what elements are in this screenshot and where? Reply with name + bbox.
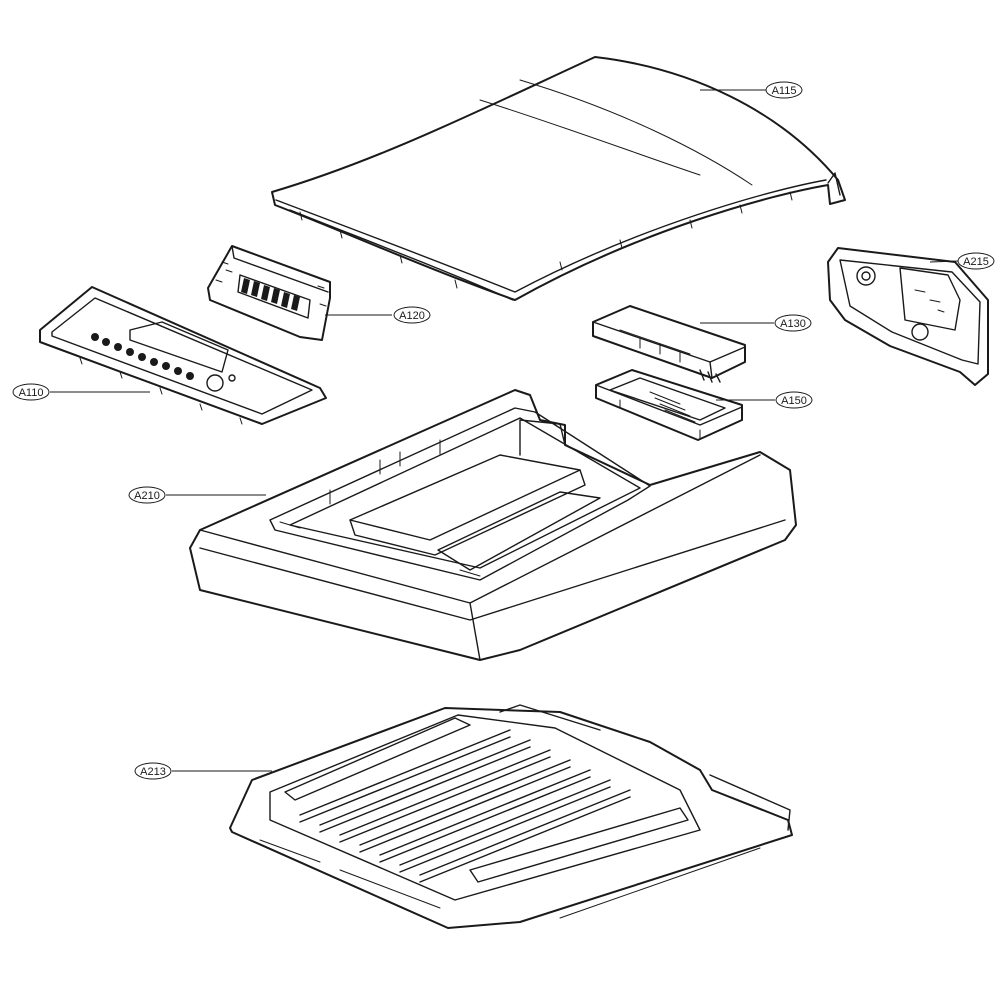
callout-label-a110: A110: [19, 387, 44, 399]
callout-label-a130: A130: [780, 318, 806, 330]
callout-label-a150: A150: [781, 395, 807, 407]
part-a115-top-lid: [271, 56, 846, 301]
part-a210-top-frame: [189, 389, 797, 661]
callout-a210: A210: [128, 486, 166, 504]
callout-label-a115: A115: [772, 85, 797, 97]
callout-label-a215: A215: [963, 256, 989, 268]
callout-a213: A213: [134, 762, 172, 780]
leader-a215: [929, 260, 959, 263]
callout-label-a213: A213: [140, 766, 166, 778]
part-a215-rear-bracket: [827, 247, 989, 386]
part-a110-control-panel: [39, 286, 327, 425]
callout-a130: A130: [774, 314, 812, 332]
callout-a120: A120: [393, 306, 431, 324]
leader-lines: [50, 89, 959, 772]
callout-a110: A110: [12, 383, 50, 401]
callout-a115: A115: [765, 81, 803, 99]
callout-a215: A215: [957, 252, 995, 270]
callout-label-a120: A120: [399, 310, 425, 322]
part-a130-module: [592, 305, 746, 383]
callout-a150: A150: [775, 391, 813, 409]
part-a150-bracket: [595, 369, 743, 441]
callout-label-a210: A210: [134, 490, 160, 502]
part-a120-control-board: [207, 245, 331, 341]
part-a213-base-tray: [229, 704, 793, 929]
